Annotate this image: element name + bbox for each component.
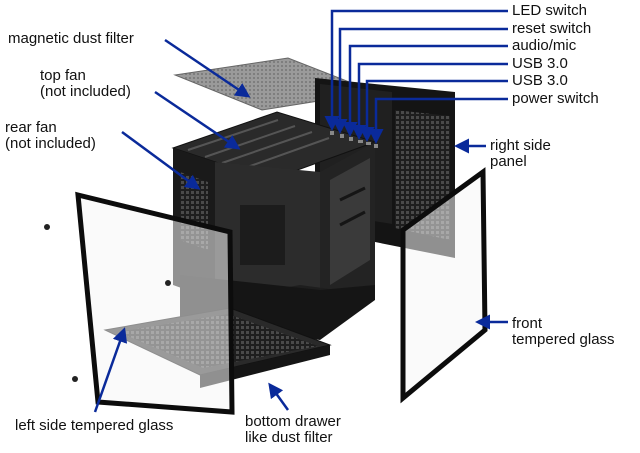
arrow-left-glass <box>93 327 128 413</box>
label-bottom-drawer: bottom drawer like dust filter <box>245 413 341 446</box>
arrow-audio-mic <box>342 44 508 137</box>
front-tempered-glass <box>400 167 488 404</box>
label-reset-switch: reset switch <box>512 20 592 37</box>
label-top-fan: top fan (not included) <box>40 67 131 100</box>
arrow-magnetic-dust-filter <box>164 38 251 98</box>
label-power-switch: power switch <box>512 90 599 107</box>
screw <box>72 376 78 382</box>
arrow-usb-1 <box>351 62 508 140</box>
leader-arrows <box>93 9 508 413</box>
label-usb-2: USB 3.0 <box>512 72 568 89</box>
arrow-power-switch <box>368 97 508 144</box>
arrow-usb-2 <box>359 79 508 142</box>
screw <box>44 224 50 230</box>
arrow-bottom-drawer <box>268 382 290 411</box>
label-led-switch: LED switch <box>512 2 588 19</box>
label-rear-fan: rear fan (not included) <box>5 119 96 152</box>
arrow-top-fan <box>154 90 241 150</box>
label-magnetic-dust-filter: magnetic dust filter <box>8 30 134 47</box>
label-right-side-panel: right side panel <box>490 137 551 170</box>
arrow-reset-switch <box>332 27 508 134</box>
arrow-rear-fan <box>121 130 201 190</box>
left-side-tempered-glass <box>75 191 235 415</box>
screw <box>165 280 171 286</box>
label-left-side-tempered-glass: left side tempered glass <box>15 417 174 434</box>
arrow-led-switch <box>324 9 508 131</box>
label-front-tempered-glass: front tempered glass <box>512 315 615 348</box>
label-audio-mic: audio/mic <box>512 37 577 54</box>
label-usb-1: USB 3.0 <box>512 55 568 72</box>
